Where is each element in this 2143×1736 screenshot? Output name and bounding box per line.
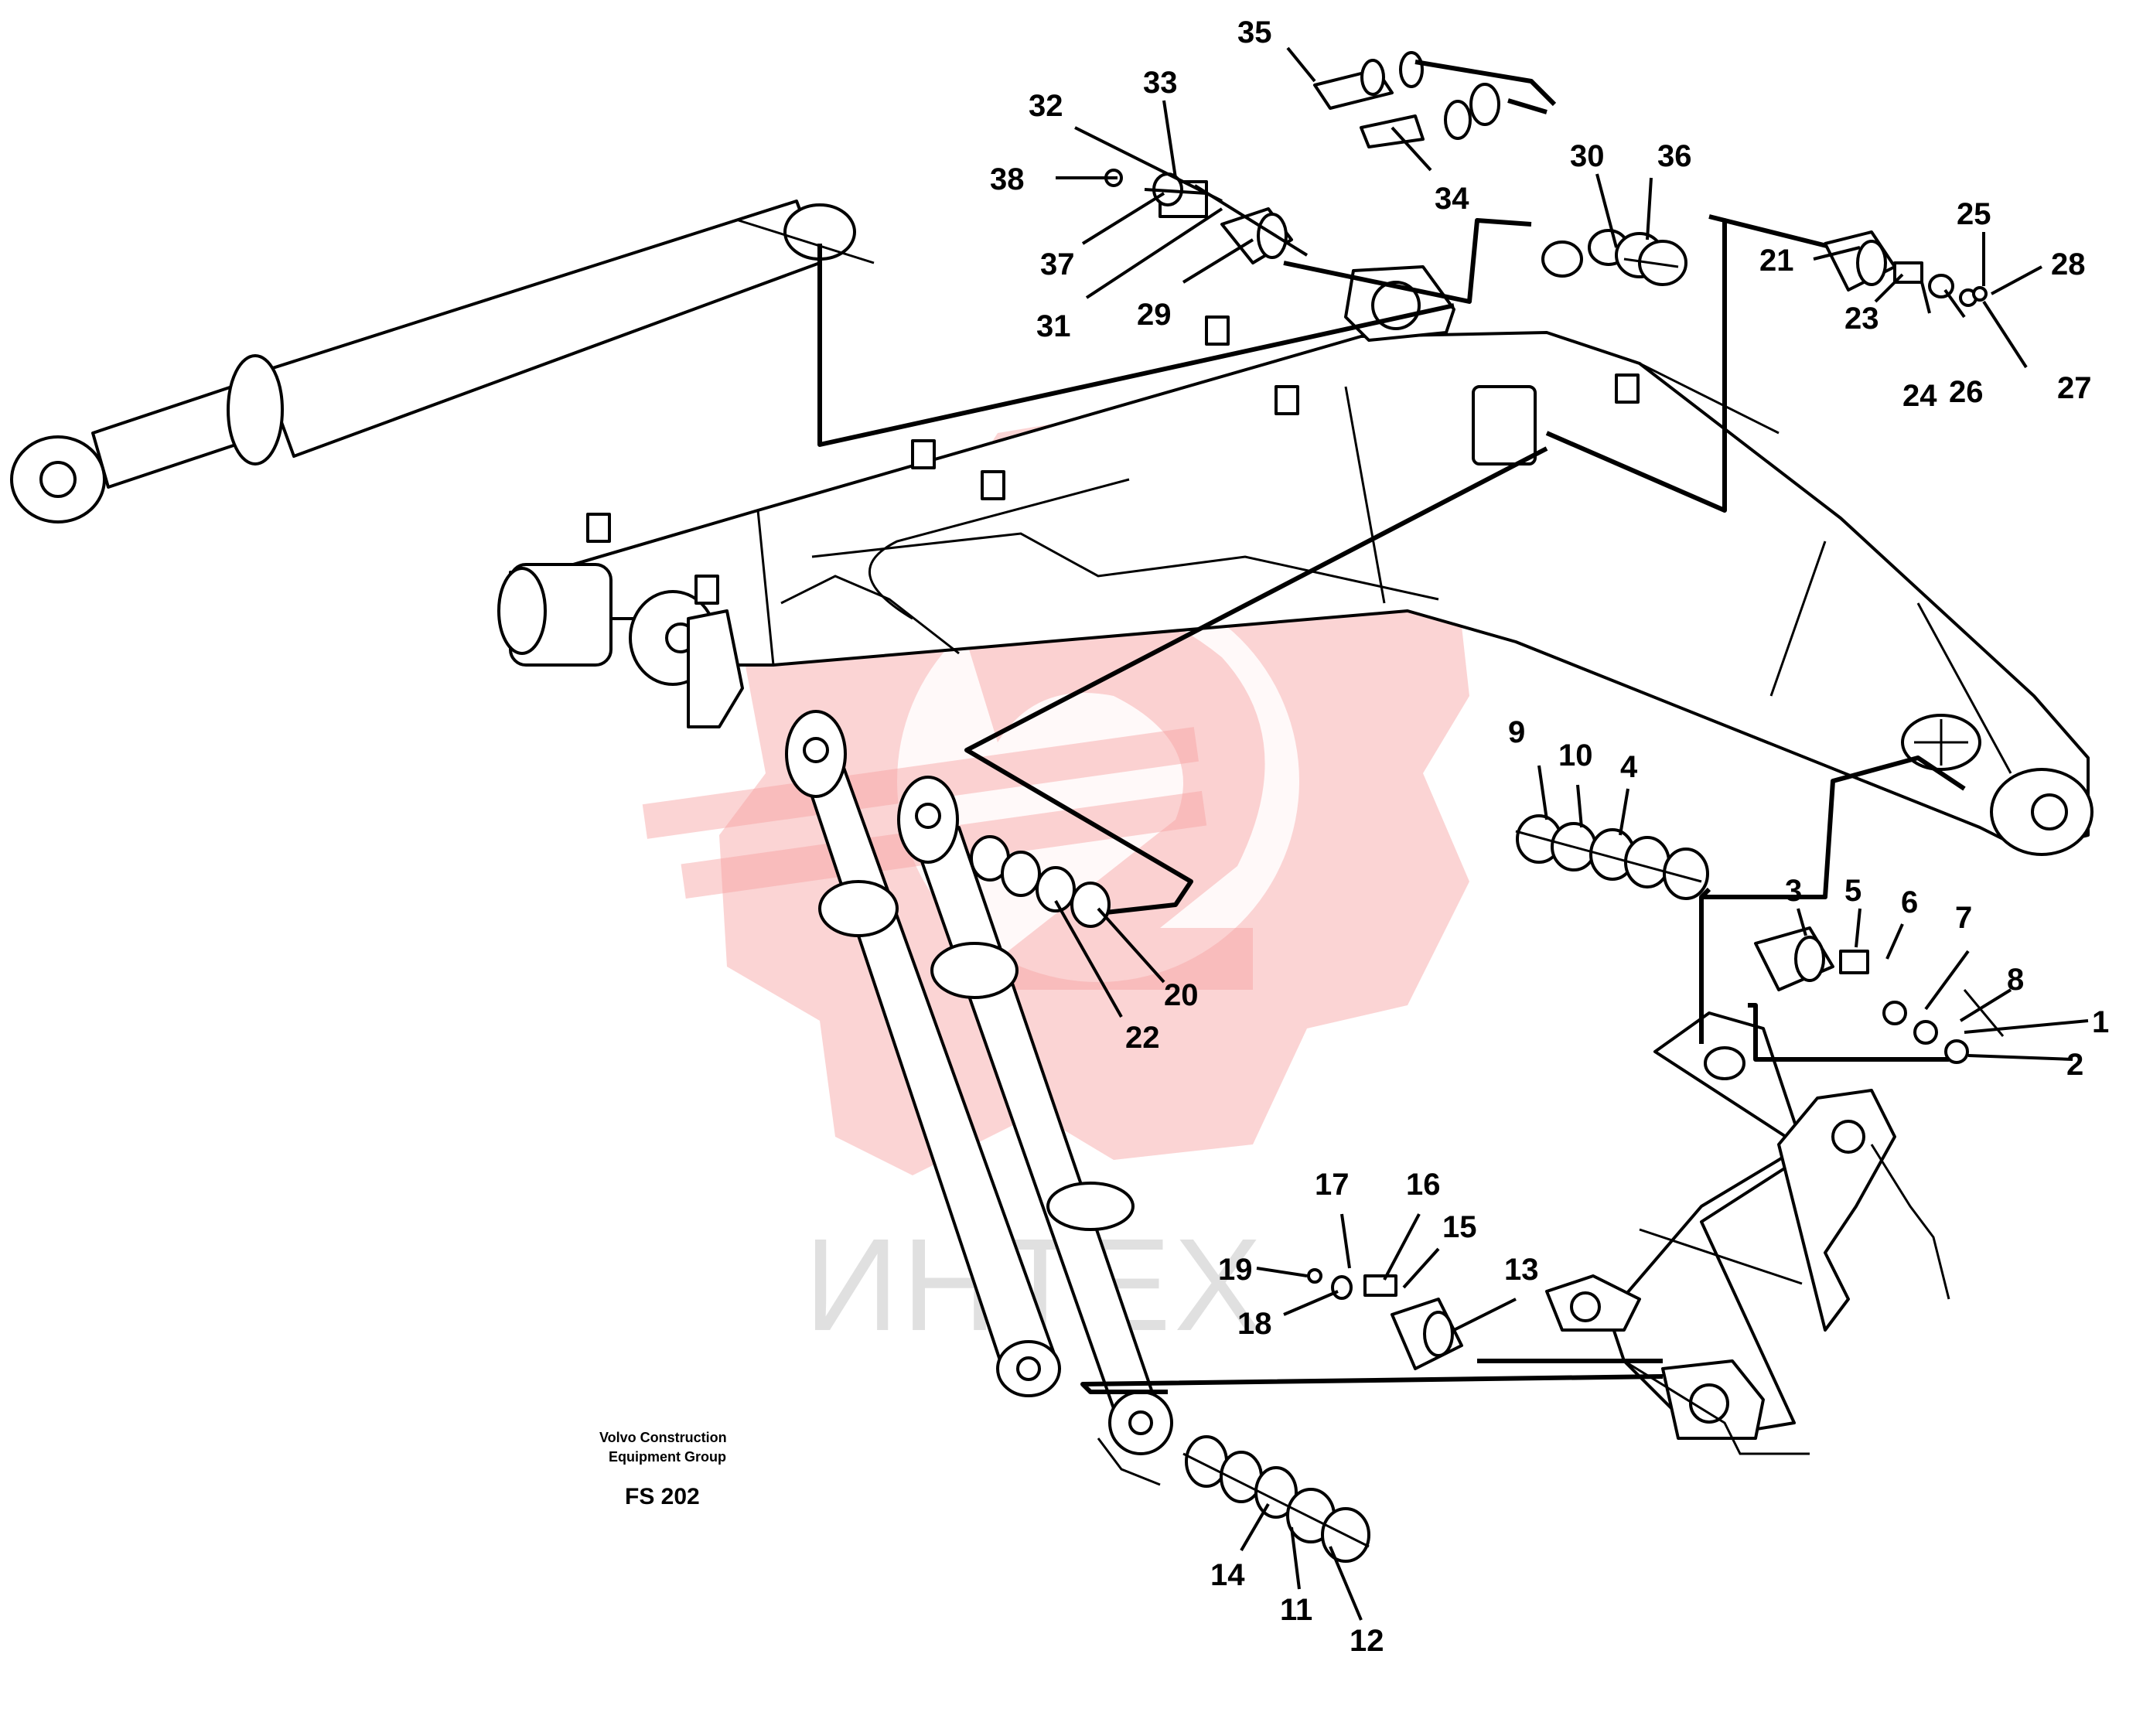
callout-23: 23	[1844, 302, 1879, 336]
hose-fittings-top	[1313, 51, 1557, 148]
callout-25: 25	[1957, 197, 1991, 231]
pin-assembly-mid-right	[1754, 926, 1969, 1064]
callout-20: 20	[1164, 978, 1199, 1012]
arm-cylinder-left	[785, 710, 1061, 1397]
callout-21: 21	[1759, 244, 1794, 278]
callout-38: 38	[990, 162, 1025, 196]
callout-35: 35	[1237, 15, 1272, 49]
callout-14: 14	[1210, 1558, 1245, 1592]
caption-company-line1: Volvo Construction	[599, 1430, 727, 1445]
caption-block: Volvo Construction Equipment Group FS 20…	[599, 1430, 727, 1509]
callout-28: 28	[2051, 247, 2086, 281]
callout-29: 29	[1137, 298, 1172, 332]
pin-assembly-top-right	[1541, 229, 1687, 286]
callout-3: 3	[1785, 874, 1802, 908]
callout-26: 26	[1949, 375, 1984, 409]
callout-4: 4	[1620, 750, 1638, 784]
callout-numbers: 35 33 32 38 37 31 29 34 30 36 25 28 21 2…	[990, 15, 2109, 1658]
callout-16: 16	[1406, 1168, 1441, 1202]
callout-32: 32	[1029, 89, 1063, 123]
pin-assembly-bottom	[1307, 1268, 1463, 1370]
caption-company-line2: Equipment Group	[609, 1449, 726, 1465]
callout-30: 30	[1570, 139, 1605, 173]
callout-18: 18	[1237, 1307, 1272, 1341]
callout-12: 12	[1350, 1624, 1384, 1658]
callout-5: 5	[1844, 874, 1861, 908]
callout-24: 24	[1902, 379, 1937, 413]
callout-1: 1	[2092, 1005, 2109, 1039]
callout-22: 22	[1125, 1021, 1160, 1055]
callout-11: 11	[1280, 1593, 1312, 1627]
callout-27: 27	[2057, 371, 2092, 405]
caption-code: FS 202	[625, 1484, 700, 1509]
callout-19: 19	[1218, 1253, 1253, 1287]
callout-6: 6	[1901, 885, 1918, 919]
callout-13: 13	[1504, 1253, 1539, 1287]
washers-bottom	[1182, 1435, 1370, 1563]
callout-9: 9	[1508, 715, 1525, 749]
washers-right-middle	[1515, 814, 1709, 900]
callout-17: 17	[1315, 1168, 1350, 1202]
callout-37: 37	[1040, 247, 1075, 281]
callout-2: 2	[2066, 1048, 2083, 1082]
callout-33: 33	[1143, 66, 1178, 100]
pin-assembly-top	[1104, 169, 1309, 264]
leader-lines	[1054, 46, 2089, 1621]
bucket-bracket	[1545, 1011, 1950, 1455]
callout-7: 7	[1955, 901, 1972, 935]
callout-31: 31	[1036, 309, 1071, 343]
callout-15: 15	[1442, 1210, 1477, 1244]
callout-34: 34	[1435, 182, 1469, 216]
washers-left-middle	[970, 835, 1111, 928]
callout-10: 10	[1558, 738, 1593, 773]
callout-36: 36	[1657, 139, 1692, 173]
callout-8: 8	[2007, 963, 2024, 997]
boom-cylinder	[10, 200, 875, 524]
pin-assembly-right	[1824, 230, 1988, 307]
